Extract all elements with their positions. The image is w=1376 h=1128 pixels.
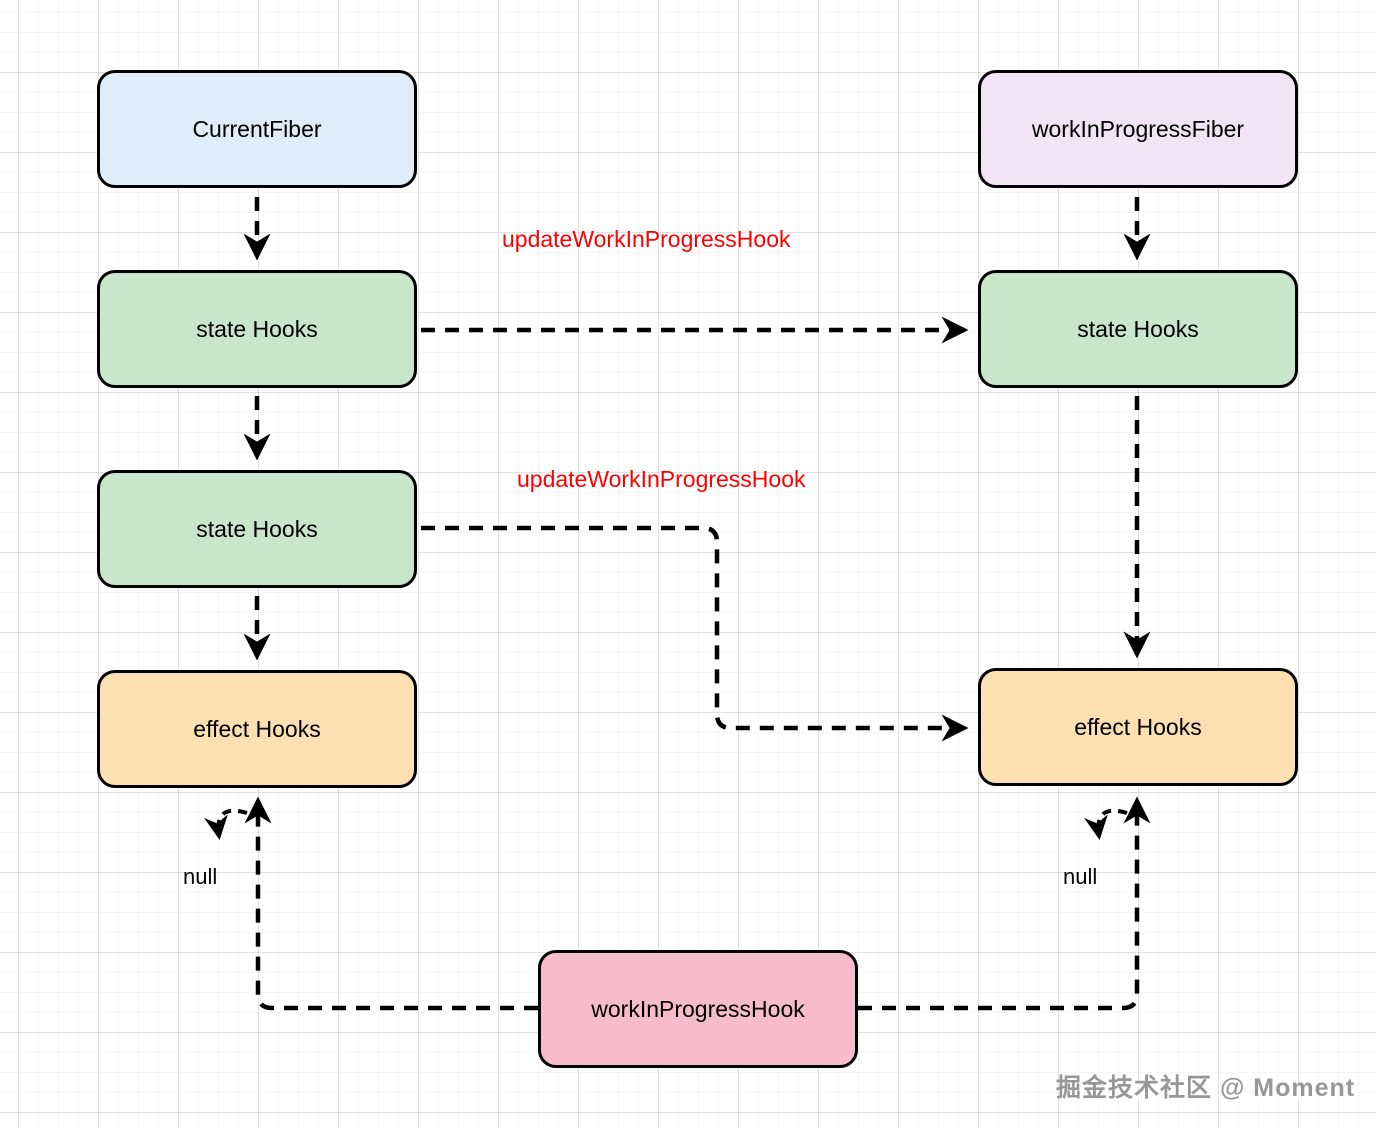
edge-label-update-work-in-progress-hook-middle: updateWorkInProgressHook <box>517 466 806 492</box>
edge-statehooks2-to-effecthooks-right-elbow <box>421 525 969 742</box>
edge-effecthooks-left-to-null <box>204 808 248 840</box>
watermark: 掘金技术社区 @ Moment <box>1056 1074 1356 1102</box>
node-effect-hooks-left: effect Hooks <box>97 670 417 788</box>
edge-effecthooks-right-to-null <box>1084 808 1128 840</box>
node-state-hooks-left-top: state Hooks <box>97 270 417 388</box>
null-label-right: null <box>1063 864 1098 889</box>
node-work-in-progress-hook: workInProgressHook <box>538 950 858 1068</box>
node-effect-hooks-right: effect Hooks <box>978 668 1298 786</box>
edge-wiphook-to-effecthooks-right <box>858 796 1151 1011</box>
node-current-fiber: CurrentFiber <box>97 70 417 188</box>
edge-label-update-work-in-progress-hook-top: updateWorkInProgressHook <box>502 226 791 252</box>
null-label-left: null <box>183 864 218 889</box>
node-state-hooks-left-bottom: state Hooks <box>97 470 417 588</box>
node-state-hooks-right: state Hooks <box>978 270 1298 388</box>
edge-wiphook-to-effecthooks-left <box>244 796 538 1011</box>
node-work-in-progress-fiber: workInProgressFiber <box>978 70 1298 188</box>
